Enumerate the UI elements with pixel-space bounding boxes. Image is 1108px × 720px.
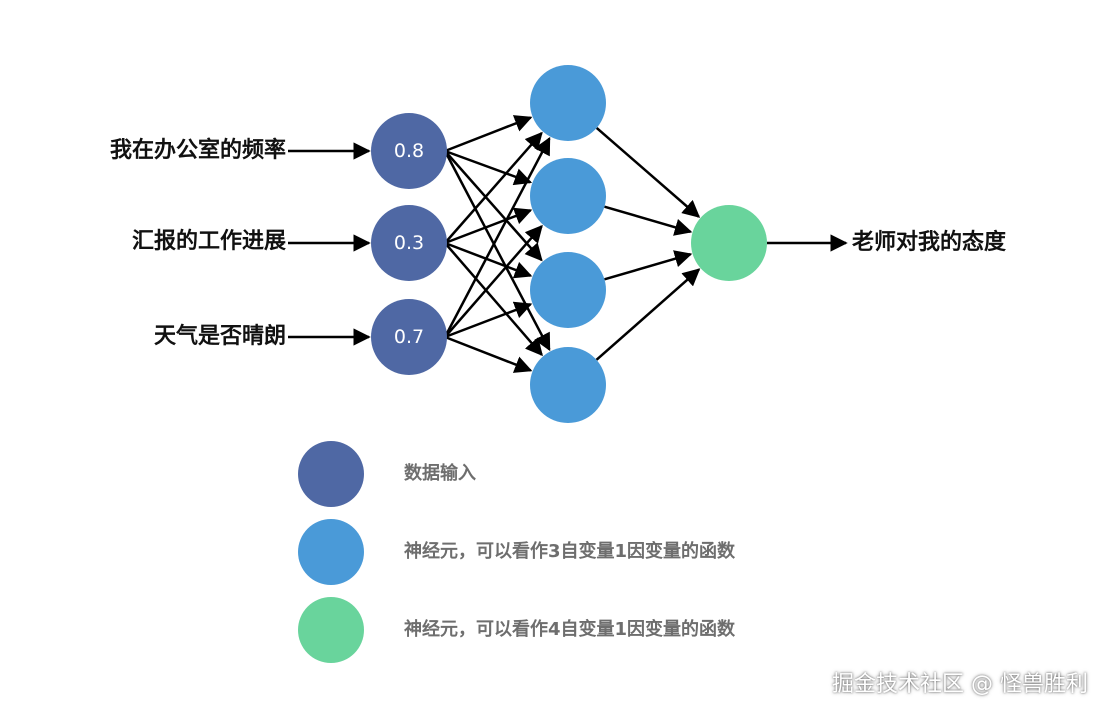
edge-input2-hidden2 (444, 207, 533, 245)
watermark: 掘金技术社区 @ 怪兽胜利 (832, 672, 1088, 697)
edge-input3-hidden4 (444, 335, 533, 373)
hidden-node-1 (530, 65, 606, 141)
input-label-work-progress: 汇报的工作进展 (131, 229, 286, 254)
edge-input3-hidden3 (444, 301, 533, 339)
hidden-node-2 (530, 158, 606, 234)
edge-input2-hidden4 (444, 242, 543, 357)
legend-text-output-neuron: 神经元，可以看作4自变量1因变量的函数 (404, 619, 736, 640)
legend-swatch-output-neuron (298, 597, 364, 663)
legend-swatch-input (298, 441, 364, 507)
edge-input2-hidden1 (444, 131, 543, 244)
input-node-3 (371, 299, 447, 375)
edge-input2-hidden3 (444, 241, 533, 279)
edge-input3-hidden2 (444, 224, 543, 338)
input-label-office-frequency: 我在办公室的频率 (109, 138, 286, 163)
legend-text-hidden-neuron: 神经元，可以看作3自变量1因变量的函数 (404, 541, 736, 562)
output-node (691, 205, 767, 281)
edge-hidden1-output (595, 126, 701, 218)
legend-text-input: 数据输入 (404, 463, 476, 484)
edge-hidden4-output (595, 268, 701, 361)
output-label-teacher-attitude: 老师对我的态度 (852, 230, 1007, 255)
edge-input1-hidden1 (444, 115, 533, 153)
input-node-value-2: 0.3 (393, 232, 425, 254)
connection-edges (288, 115, 848, 373)
hidden-node-3 (530, 252, 606, 328)
edge-hidden3-output (604, 250, 693, 281)
edge-input3-hidden1 (443, 136, 551, 338)
network-nodes (371, 65, 767, 423)
edge-input1-hidden2 (444, 149, 533, 186)
input-node-value-3: 0.7 (393, 326, 425, 348)
legend-swatch-hidden-neuron (298, 519, 364, 585)
input-node-2 (371, 205, 447, 281)
input-label-weather: 天气是否晴朗 (153, 324, 286, 349)
input-node-1 (371, 113, 447, 189)
input-node-value-1: 0.8 (393, 140, 425, 162)
edge-hidden2-output (604, 205, 693, 236)
hidden-node-4 (530, 347, 606, 423)
